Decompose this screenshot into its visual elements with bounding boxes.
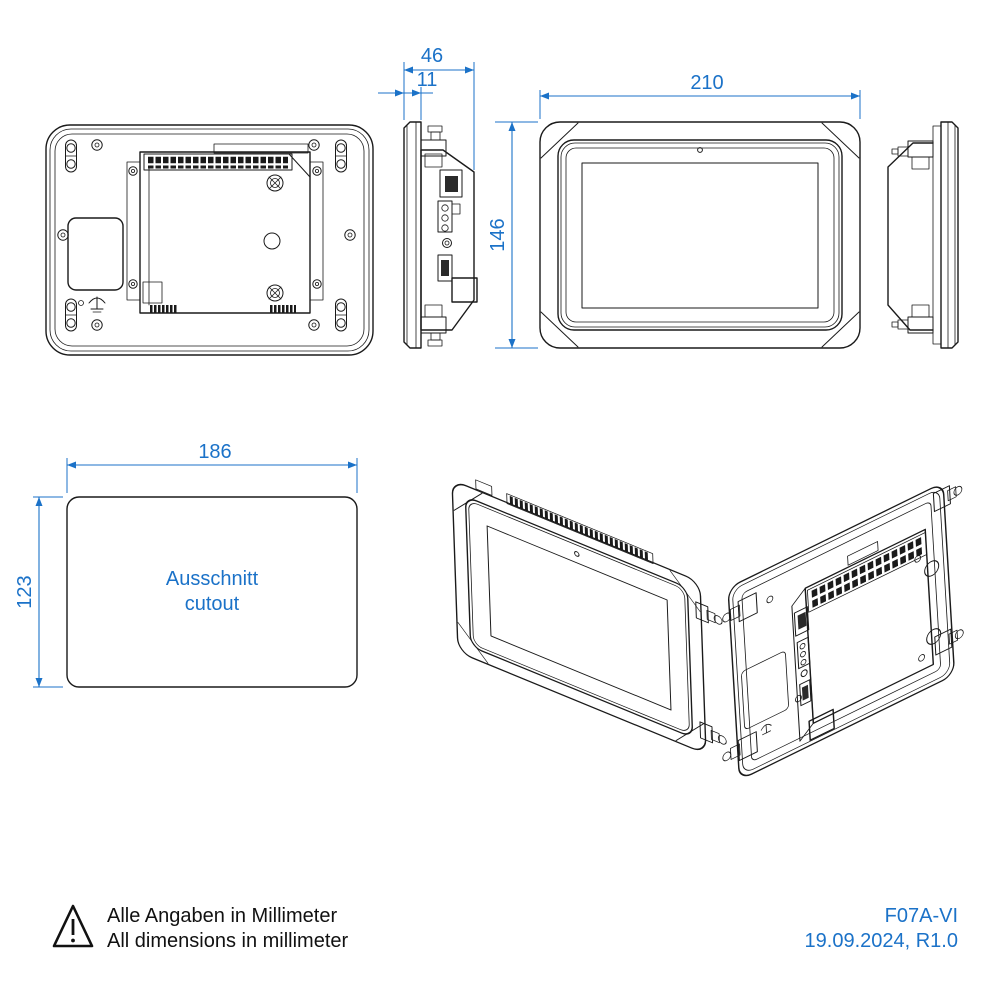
label-area [67, 217, 124, 291]
mounting-clamp-top-right [891, 140, 934, 170]
iso-front-bezel [465, 499, 693, 735]
electronics-module [126, 143, 324, 314]
iso-usb-port [799, 679, 812, 707]
note-block: Alle Angaben in Millimeter All dimension… [52, 904, 349, 952]
power-terminal [437, 200, 461, 233]
module-screw-bottom [266, 284, 284, 302]
keyhole-slots [65, 139, 347, 332]
iso-power-terminal [796, 636, 811, 670]
dim-width: 210 [690, 72, 723, 94]
housing-screws [57, 139, 356, 331]
iso-clamp-right-top [695, 601, 723, 625]
date-revision: 19.09.2024, R1.0 [805, 930, 958, 952]
note-text-en: All dimensions in millimeter [107, 930, 349, 952]
dimension-146: 146 [487, 121, 538, 349]
sensor-hole [697, 147, 703, 153]
iso-terminal-row-2 [812, 546, 924, 608]
dimension-46: 46 [403, 45, 475, 170]
iso-reset-button [800, 669, 808, 678]
iso-clamp-left-bottom [722, 731, 758, 762]
dimension-11: 11 [378, 69, 437, 120]
iso-clamp-left-top [722, 592, 758, 623]
iso-clamp-right-top [932, 485, 963, 513]
iso-module [791, 528, 935, 742]
title-block: F07A-VI 19.09.2024, R1.0 [805, 905, 958, 952]
front-bezel [557, 139, 843, 331]
dim-cutout-width: 186 [198, 441, 231, 463]
earth-symbol-icon [78, 296, 106, 313]
iso-sensor-hole [574, 551, 580, 557]
dim-depth-total: 46 [421, 45, 443, 67]
iso-terminal-row-1 [811, 536, 923, 598]
iso-clamp-right-bottom [934, 628, 964, 656]
cutout-label-de: Ausschnitt [166, 568, 259, 590]
back-view [45, 124, 374, 356]
iso-front-view [451, 479, 727, 751]
rear-foot [451, 277, 478, 303]
usb-port [437, 254, 453, 282]
front-view [539, 121, 861, 349]
mounting-clamp-bottom [420, 304, 447, 347]
mounting-clamp-top [420, 125, 447, 168]
dim-height: 146 [487, 218, 509, 251]
module-profile-right [887, 142, 934, 331]
mounting-clamp-bottom-right [891, 304, 934, 334]
iso-clamp-right-bottom [699, 721, 727, 745]
iso-earth-symbol-icon [760, 723, 772, 736]
note-text-de: Alle Angaben in Millimeter [107, 905, 337, 927]
terminal-strip-edge [509, 495, 650, 562]
module-screw-top [266, 174, 284, 192]
reset-button [442, 238, 452, 248]
warning-triangle-icon [52, 904, 94, 948]
side-view-right [887, 121, 959, 349]
iso-rear-foot [808, 708, 835, 741]
dimension-123: 123 [14, 496, 63, 688]
iso-ethernet-port [793, 606, 810, 637]
side-view-left [403, 121, 478, 349]
cutout-view: Ausschnitt cutout [66, 496, 358, 688]
model-number: F07A-VI [885, 905, 958, 927]
display-area [581, 162, 819, 309]
dimension-186: 186 [66, 441, 358, 493]
iso-back-plate [741, 502, 941, 761]
dimension-210: 210 [539, 72, 861, 119]
module-hole [263, 232, 281, 250]
dim-cutout-height: 123 [14, 575, 36, 608]
ethernet-port [439, 169, 463, 198]
iso-label-area [741, 651, 789, 730]
cutout-label-en: cutout [185, 593, 240, 615]
iso-display-area [486, 525, 672, 711]
cutout-outline [66, 496, 358, 688]
dim-depth-front: 11 [417, 69, 438, 91]
iso-back-view [722, 485, 964, 777]
